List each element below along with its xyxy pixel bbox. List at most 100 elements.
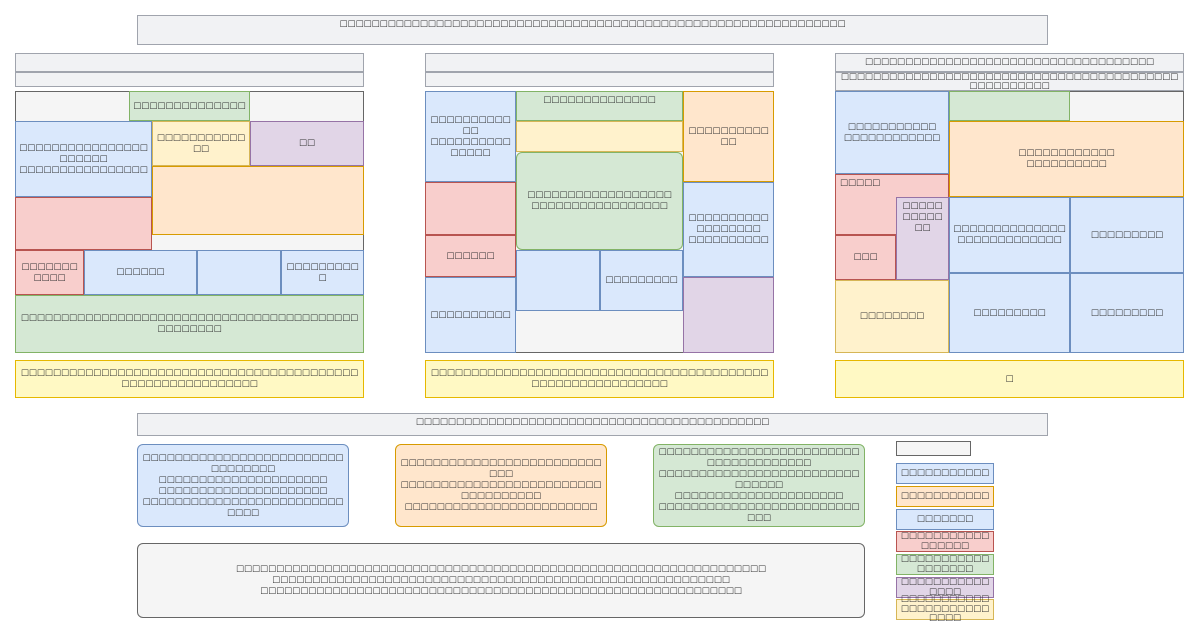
- col3-block: □□□□□□□□□□□□□□□□□□□□□□□: [835, 91, 949, 174]
- label: □□□□□□□□□□□□□: [957, 235, 1062, 245]
- label: □□□□□□□□□□□□: [843, 132, 941, 143]
- label: □□□□□□□□□: [973, 307, 1046, 318]
- col2-block: □□□□□□□□□□□□□□□□□□□□□□□□□□□: [425, 91, 516, 182]
- label: □□□□□□□□□□□□□□□: [430, 136, 511, 158]
- label: □□□□□□□□□□□□□□□□□□□□□□□□□□□□: [400, 458, 602, 479]
- label: □□□□□□□□□□□□□: [156, 132, 246, 154]
- col3-subheader: □□□□□□□□□□□□□□□□□□□□□□□□□□□□□□□□□□□□□□□□…: [835, 72, 1184, 91]
- label: □□□□□□□□□□□: [21, 261, 78, 283]
- legend-item: □□□□□□□□□□□□□□□□□: [896, 531, 994, 552]
- col1-note: □□□□□□□□□□□□□□□□□□□□□□□□□□□□□□□□□□□□□□□□…: [15, 360, 364, 398]
- label: □□□□□□□□□□□□□□□□□□□□□□□□□□□□□□□□□□□□□□□□…: [20, 368, 359, 389]
- label: □□□□□□□□□□□□□□□□□□□□□□□□□□□□□□□□□□□□□□: [658, 447, 860, 468]
- label: □□□□□□□□□□□□□□□□□□: [527, 190, 672, 200]
- col1-header: [15, 53, 364, 72]
- col1-block: □□□□□□: [84, 250, 197, 295]
- label: □□□□□□□□□□□□□□: [543, 95, 656, 105]
- col1-block: □□: [250, 121, 364, 166]
- col3-block: [949, 91, 1070, 121]
- col1-block: □□□□□□□□□□: [281, 250, 364, 295]
- col2-block: □□□□□□□□□□□□: [683, 91, 774, 182]
- legend-item: □□□□□□□□□□□□□□□□□□: [896, 554, 994, 575]
- label: □□□□□□: [116, 267, 165, 277]
- col1-block: □□□□□□□□□□□□□□□□□□□□□□□□□□□□□□□□□□□□□□: [15, 121, 152, 197]
- col2-block: [425, 182, 516, 235]
- col2-block: □□□□□□□□□: [600, 250, 683, 311]
- notes-box: □□□□□□□□□□□□□□□□□□□□□□□□□□□□□□□□□□□□□□□□…: [137, 543, 865, 618]
- col2-block: □□□□□□□□□□□□□□□□□□□□□□□□□□□□□□□□□□□: [516, 152, 683, 250]
- col1-block: [15, 197, 152, 250]
- label: □□□□□□□□□□□□□□□□□□□□□□□□□□□□□□□□□□□□□□□□…: [430, 368, 769, 389]
- label: □□□□□□□□□: [1090, 229, 1164, 240]
- col2-block: □□□□□□□□□□□□□□: [516, 91, 683, 121]
- label: □□□□□□□□□□□□□□□□□□: [900, 554, 990, 574]
- col3-block: □□□□□□□□□□□□□□□□□□□□□□□□□□□: [949, 197, 1070, 273]
- col3-block: □□□□□□□□□: [1070, 273, 1184, 353]
- label: □□□□□□□□□□□□□□□□□□□□□□□□□□□□□: [142, 496, 344, 518]
- label: □□□□□□□□□□□□□□□□□□□□□: [674, 491, 844, 501]
- label: □□□: [853, 252, 878, 262]
- col2-block: □□□□□□□□□□□□□□□□□□□□□□□□□□□□: [683, 182, 774, 277]
- label: □□□□□□□□□□□□□□□□□□□□□□□□□□□□□□□□□□□□□□□□…: [20, 313, 359, 334]
- card: □□□□□□□□□□□□□□□□□□□□□□□□□□□□□□□□□□□□□□□□…: [137, 444, 349, 527]
- label: □□□□□□□□□□□: [900, 490, 990, 501]
- label: □□□□□□: [446, 250, 495, 261]
- col2-block: □□□□□□: [425, 235, 516, 277]
- label: □□□□□□□□□: [1090, 307, 1164, 318]
- col2-block: [683, 277, 774, 353]
- label: □□□□□□□□□□□□□□□□□□□□□□□□□□□□□□□□□□□□□□□□…: [840, 71, 1179, 91]
- label: □□□□□□□□□: [605, 275, 678, 285]
- label: □□□□□□□□□□: [430, 309, 511, 320]
- label: □□□□□□□□□□□□□□□□□□□□□□□□: [404, 502, 598, 512]
- label: □□□□□□□□□□□□□□□□□□□□□□□□□□□□□□□□□□□□□□□□…: [272, 575, 730, 585]
- label: □□□□□□□□□□: [286, 261, 359, 283]
- legend-item: □□□□□□□: [896, 509, 994, 530]
- label: □□□□□□□□□□□□: [902, 201, 943, 233]
- col1-subheader: [15, 72, 364, 87]
- page-title: □□□□□□□□□□□□□□□□□□□□□□□□□□□□□□□□□□□□□□□□…: [137, 15, 1048, 45]
- col2-subheader: [425, 72, 774, 87]
- card: □□□□□□□□□□□□□□□□□□□□□□□□□□□□□□□□□□□□□□□□…: [395, 444, 607, 527]
- legend-item: [896, 441, 971, 456]
- col2-block: [516, 121, 683, 152]
- label: □□□□□: [840, 178, 881, 188]
- label: □□□□□□□□□□: [688, 235, 769, 245]
- label: □□□□□□□□□□□□: [1018, 148, 1115, 158]
- label: □□□□□□□□□□□□□□□□□□□□□□□□□□□□□□□□□□□□□□□□…: [260, 586, 742, 596]
- col1-block: □□□□□□□□□□□□□□: [129, 91, 250, 121]
- col1-block: [152, 166, 364, 235]
- legend-item: □□□□□□□□□□□: [896, 463, 994, 484]
- col3-block: □□□□□□□□□□□□: [896, 197, 949, 280]
- col1-block: □□□□□□□□□□□□□□□□□□□□□□□□□□□□□□□□□□□□□□□□…: [15, 295, 364, 353]
- label: □□□□□□□□□□□□□□□□□□□□□□□□□□□□: [658, 502, 860, 523]
- col3-block: □□□□□□□□□□□□□□□□□□□□□□: [949, 121, 1184, 197]
- label: □□□□□□□□□□□□□□□: [900, 577, 990, 597]
- label: □: [1005, 373, 1014, 384]
- card: □□□□□□□□□□□□□□□□□□□□□□□□□□□□□□□□□□□□□□□□…: [653, 444, 865, 527]
- label: □□□□□□□□□□□□□□□□□: [531, 201, 668, 211]
- col3-block: □□□□□□□□□: [949, 273, 1070, 353]
- label: □□□□□□□□□□□□□□□□□□□□□□□□□□: [900, 594, 990, 624]
- label: □□□□□□□□□□□□□□□□: [19, 164, 148, 175]
- col1-block: □□□□□□□□□□□□□: [152, 121, 250, 166]
- label: □□□□□□□□□□□□□□: [133, 100, 246, 111]
- label: □□□□□□□□□□□□□□□□□□□□□□□□□□□□□□□: [658, 469, 860, 490]
- label: □□□□□□□□□□□□□□□□□□: [688, 213, 769, 234]
- label: □□□□□□□□□□□: [900, 467, 990, 478]
- label: □□□□□□□□□□□□□□□□□□□□□: [158, 485, 328, 496]
- label: □□□□□□□□□□□□□□□□□□□□□□□□□□□□□□□□□□□□□□□□…: [339, 19, 846, 29]
- col2-note: □□□□□□□□□□□□□□□□□□□□□□□□□□□□□□□□□□□□□□□□…: [425, 360, 774, 398]
- col3-note: □: [835, 360, 1184, 398]
- col2-block: [516, 250, 600, 311]
- col3-block: □□□□□□□□: [835, 280, 949, 353]
- label: □□□□□□□□□□□□: [688, 125, 769, 147]
- label: □□□□□□□□: [859, 311, 925, 321]
- label: □□□□□□□□□□□: [847, 121, 937, 132]
- label: □□□□□□□□□□□□□□□□□: [900, 531, 990, 551]
- label: □□□□□□□□□□□□□□: [953, 224, 1066, 234]
- col3-block: □□□□□□□□□: [1070, 197, 1184, 273]
- label: □□□□□□□□□□□□□□□□□□□□□□□□□□□□□□□□□□□: [400, 480, 602, 501]
- legend-item: □□□□□□□□□□□: [896, 486, 994, 507]
- section-title: □□□□□□□□□□□□□□□□□□□□□□□□□□□□□□□□□□□□□□□□…: [137, 413, 1048, 436]
- label: □□□□□□□□□□: [1026, 159, 1107, 169]
